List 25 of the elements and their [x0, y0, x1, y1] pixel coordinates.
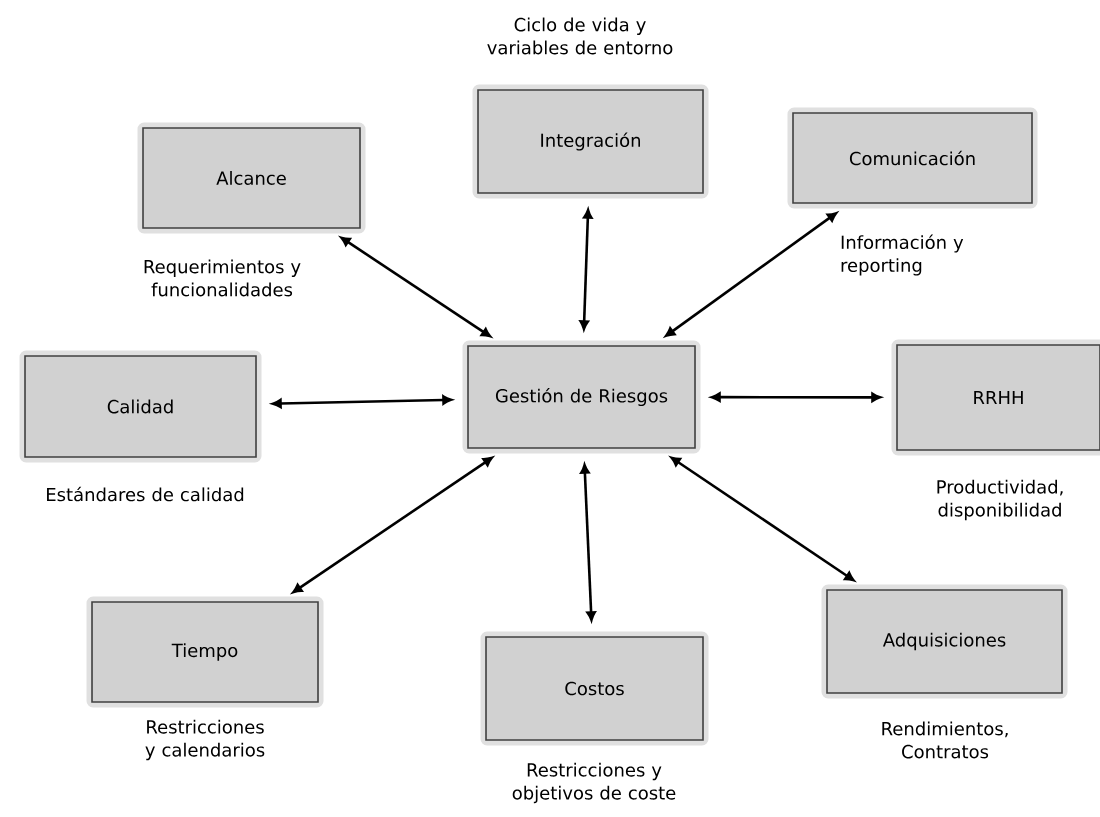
process-box: Tiempo — [86, 596, 324, 708]
node-caption: Requerimientos y funcionalidades — [144, 259, 301, 297]
node-caption: Rendimientos, Contratos — [882, 721, 1008, 759]
process-box: Gestión de Riesgos — [462, 340, 701, 454]
node-caption: Restricciones y objetivos de coste — [512, 762, 676, 804]
process-box: Integración — [472, 84, 709, 199]
arrow — [665, 212, 838, 337]
process-box: Costos — [480, 631, 709, 746]
arrow — [271, 395, 453, 409]
process-box: Adquisiciones — [821, 584, 1068, 699]
process-box: RRHH — [891, 339, 1100, 456]
arrow — [292, 456, 493, 594]
arrow — [670, 456, 855, 582]
arrow — [580, 463, 596, 622]
node-caption: Información y reporting — [841, 234, 964, 276]
node-caption: Ciclo de vida y variables de entorno — [487, 17, 673, 55]
arrow — [710, 392, 882, 403]
arrow — [340, 236, 492, 338]
process-box: Comunicación — [787, 107, 1038, 209]
arrow — [579, 208, 593, 331]
node-caption: Restricciones y calendarios — [145, 719, 265, 761]
node-caption: Estándares de calidad — [47, 486, 244, 502]
node-caption: Productividad, disponibilidad — [937, 479, 1063, 521]
process-box: Calidad — [19, 350, 262, 463]
process-box: Alcance — [137, 122, 366, 234]
